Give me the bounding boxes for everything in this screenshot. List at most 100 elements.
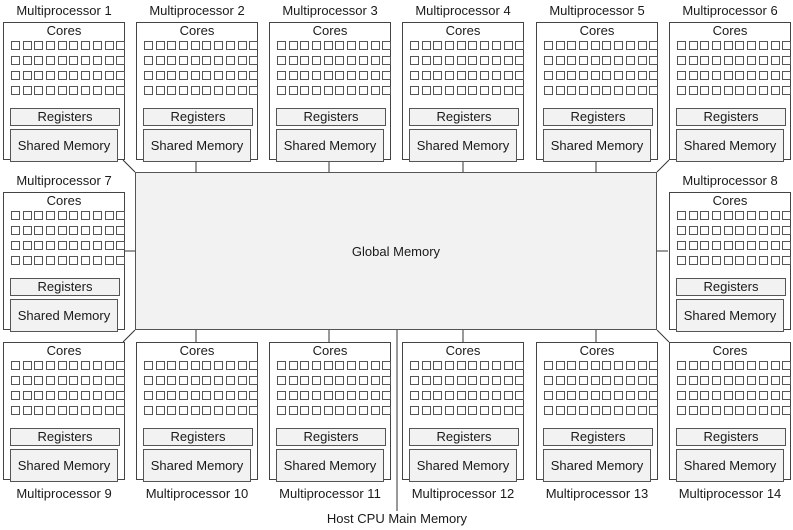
multiprocessor-4-label: Multiprocessor 4 <box>415 3 511 18</box>
core <box>69 391 79 400</box>
core <box>335 406 345 415</box>
core <box>34 376 44 385</box>
core <box>723 211 733 220</box>
core <box>625 86 635 95</box>
core <box>579 86 589 95</box>
core <box>144 41 153 50</box>
core <box>249 41 259 50</box>
core <box>46 361 56 370</box>
core <box>712 86 722 95</box>
core <box>433 86 443 95</box>
core <box>649 406 659 415</box>
core <box>410 376 419 385</box>
core <box>288 391 298 400</box>
core <box>347 56 357 65</box>
core <box>649 391 659 400</box>
core <box>81 86 91 95</box>
core <box>688 256 698 265</box>
core <box>11 41 20 50</box>
core <box>300 361 310 370</box>
core <box>358 406 368 415</box>
core <box>190 376 200 385</box>
core <box>770 391 780 400</box>
core <box>22 56 32 65</box>
core <box>590 86 600 95</box>
registers-block: Registers <box>409 108 519 126</box>
core <box>544 391 553 400</box>
core <box>300 86 310 95</box>
core <box>735 361 745 370</box>
core <box>335 71 345 80</box>
core <box>555 361 565 370</box>
core <box>382 376 392 385</box>
core <box>22 376 32 385</box>
core <box>214 41 224 50</box>
core <box>649 71 659 80</box>
core <box>700 226 710 235</box>
core <box>770 406 780 415</box>
core <box>46 41 56 50</box>
core <box>202 86 212 95</box>
core <box>758 71 768 80</box>
cores-grid <box>277 361 392 425</box>
core <box>723 406 733 415</box>
core <box>237 56 247 65</box>
core <box>382 406 392 415</box>
core <box>688 41 698 50</box>
shared-memory-block: Shared Memory <box>10 129 118 162</box>
core <box>480 361 490 370</box>
core <box>614 361 624 370</box>
core <box>590 376 600 385</box>
core <box>579 71 589 80</box>
core <box>735 391 745 400</box>
shared-memory-block: Shared Memory <box>543 129 651 162</box>
global-memory-label: Global Memory <box>351 243 441 259</box>
core <box>312 376 322 385</box>
core <box>335 391 345 400</box>
core <box>723 56 733 65</box>
core <box>480 391 490 400</box>
core <box>688 71 698 80</box>
core <box>104 361 114 370</box>
core <box>92 71 102 80</box>
core <box>712 226 722 235</box>
core <box>637 406 647 415</box>
core <box>225 56 235 65</box>
cores-label: Cores <box>46 193 82 208</box>
core <box>288 406 298 415</box>
core <box>179 71 189 80</box>
core <box>758 361 768 370</box>
core <box>225 406 235 415</box>
core <box>167 376 177 385</box>
core <box>735 56 745 65</box>
core <box>758 256 768 265</box>
core <box>468 71 478 80</box>
core <box>190 86 200 95</box>
core <box>116 361 126 370</box>
core <box>11 56 20 65</box>
core <box>202 41 212 50</box>
core <box>225 41 235 50</box>
core <box>456 41 466 50</box>
core <box>277 376 286 385</box>
core <box>92 211 102 220</box>
global-memory: Global Memory <box>135 172 657 330</box>
core <box>433 71 443 80</box>
core <box>712 241 722 250</box>
core <box>167 391 177 400</box>
core <box>468 361 478 370</box>
core <box>323 376 333 385</box>
core <box>57 406 67 415</box>
core <box>104 391 114 400</box>
core <box>410 41 419 50</box>
core <box>81 71 91 80</box>
core <box>735 241 745 250</box>
core <box>34 361 44 370</box>
cores-grid <box>277 41 392 105</box>
core <box>456 361 466 370</box>
registers-block: Registers <box>676 278 786 296</box>
core <box>11 361 20 370</box>
core <box>456 86 466 95</box>
core <box>688 226 698 235</box>
